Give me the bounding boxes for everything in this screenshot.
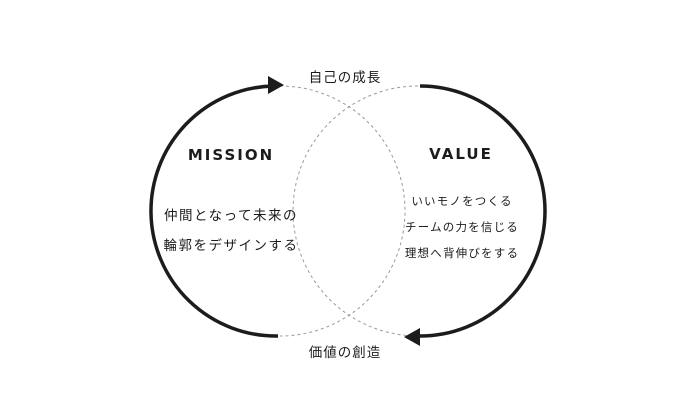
mission-title: MISSION <box>187 146 275 164</box>
value-title: VALUE <box>429 145 493 163</box>
top-label: 自己の成長 <box>308 70 382 86</box>
value-line-1: いいモノをつくる <box>411 194 513 208</box>
arrowhead-bottom-icon <box>404 328 420 346</box>
value-outer-arc <box>419 84 547 338</box>
bottom-label: 価値の創造 <box>308 345 382 361</box>
mission-line-1: 仲間となって未来の <box>164 208 298 224</box>
dashed-arc-mission-right <box>279 85 406 337</box>
dashed-arc-value-left <box>292 85 419 337</box>
value-line-2: チームの力を信じる <box>405 220 519 234</box>
value-line-3: 理想へ背伸びをする <box>404 246 520 260</box>
mission-line-2: 輪郭をデザインする <box>163 238 299 254</box>
mission-outer-arc <box>149 84 279 338</box>
arrowhead-top-icon <box>268 76 284 94</box>
